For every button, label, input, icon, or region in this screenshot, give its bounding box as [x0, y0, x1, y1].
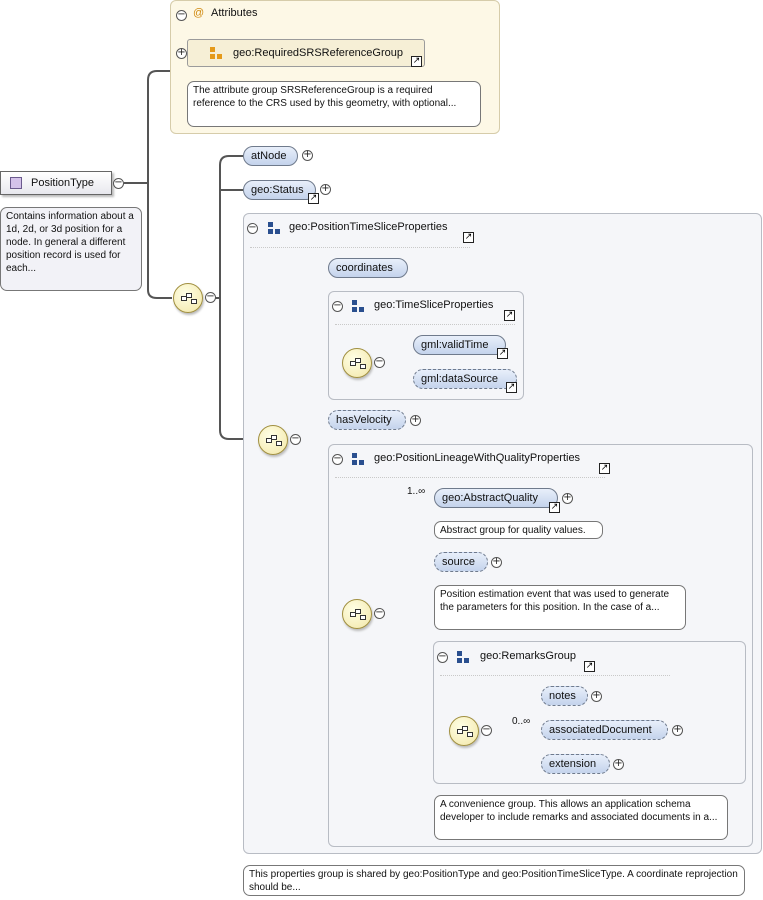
valid-time-element[interactable]: gml:validTime — [413, 335, 506, 355]
main-sequence-collapse-toggle[interactable]: − — [205, 291, 216, 303]
notes-label: notes — [549, 690, 576, 702]
sequence-compositor-icon — [181, 293, 197, 304]
source-expand-toggle[interactable]: + — [491, 556, 502, 568]
valid-time-reference-icon[interactable]: ↗ — [497, 348, 508, 359]
abstract-quality-reference-icon[interactable]: ↗ — [549, 502, 560, 513]
has-velocity-expand-toggle[interactable]: + — [410, 414, 421, 426]
status-reference-icon[interactable]: ↗ — [308, 193, 319, 204]
group-icon — [352, 453, 364, 465]
extension-label: extension — [549, 758, 597, 770]
status-element[interactable]: geo:Status — [243, 180, 316, 200]
lineage-reference-icon[interactable]: ↗ — [599, 463, 610, 474]
group-icon — [268, 222, 280, 234]
source-note: Position estimation event that was used … — [434, 585, 686, 630]
attribute-group-icon — [210, 47, 222, 59]
valid-time-sequence-collapse-toggle[interactable]: − — [374, 356, 385, 368]
status-label: geo:Status — [251, 184, 304, 196]
data-source-label: gml:dataSource — [421, 373, 499, 385]
position-type-collapse-toggle[interactable]: − — [113, 177, 124, 189]
has-velocity-label: hasVelocity — [336, 414, 392, 426]
remarks-group: − geo:RemarksGroup ↗ — [433, 641, 746, 784]
extension-expand-toggle[interactable]: + — [613, 758, 624, 770]
has-velocity-element[interactable]: hasVelocity — [328, 410, 406, 430]
data-source-element[interactable]: gml:dataSource — [413, 369, 517, 389]
time-slice-sequence-collapse-toggle[interactable]: − — [290, 433, 301, 445]
source-label: source — [442, 556, 476, 568]
sequence-compositor-icon — [350, 358, 366, 369]
abstract-quality-note: Abstract group for quality values. — [434, 521, 603, 539]
valid-time-label: gml:validTime — [421, 339, 489, 351]
position-type-note: Contains information about a 1d, 2d, or … — [0, 207, 142, 291]
group-icon — [352, 300, 364, 312]
data-source-reference-icon[interactable]: ↗ — [506, 382, 517, 393]
time-slice-reference-icon[interactable]: ↗ — [504, 310, 515, 321]
time-slice-props-note: This properties group is shared by geo:P… — [243, 865, 745, 896]
at-node-expand-toggle[interactable]: + — [302, 149, 313, 161]
main-sequence-compositor[interactable] — [173, 283, 203, 313]
sequence-compositor-icon — [350, 609, 366, 620]
remarks-sequence-collapse-toggle[interactable]: − — [481, 724, 492, 736]
remarks-sequence-compositor[interactable] — [449, 716, 479, 746]
status-expand-toggle[interactable]: + — [320, 183, 331, 195]
srs-group-note: The attribute group SRSReferenceGroup is… — [187, 81, 481, 127]
at-node-element[interactable]: atNode — [243, 146, 298, 166]
attributes-collapse-toggle[interactable]: − — [176, 9, 187, 21]
at-node-label: atNode — [251, 150, 287, 162]
attribute-at-icon: @ — [193, 7, 205, 19]
group-icon — [457, 651, 469, 663]
time-slice-props-collapse-toggle[interactable]: − — [247, 222, 258, 234]
complex-type-icon — [10, 177, 22, 189]
remarks-group-note: A convenience group. This allows an appl… — [434, 795, 728, 840]
abstract-quality-label: geo:AbstractQuality — [442, 492, 538, 504]
coordinates-label: coordinates — [336, 262, 393, 274]
lineage-sequence-collapse-toggle[interactable]: − — [374, 607, 385, 619]
notes-element[interactable]: notes — [541, 686, 588, 706]
time-slice-props-reference-icon[interactable]: ↗ — [463, 232, 474, 243]
coordinates-element[interactable]: coordinates — [328, 258, 408, 278]
notes-expand-toggle[interactable]: + — [591, 690, 602, 702]
remarks-reference-icon[interactable]: ↗ — [584, 661, 595, 672]
lineage-sequence-compositor[interactable] — [342, 599, 372, 629]
sequence-compositor-icon — [457, 726, 473, 737]
required-srs-reference-group[interactable]: + geo:RequiredSRSReferenceGroup ↗ — [176, 39, 425, 67]
attributes-title: Attributes — [211, 7, 258, 19]
abstract-quality-element[interactable]: geo:AbstractQuality — [434, 488, 558, 508]
associated-document-label: associatedDocument — [549, 724, 652, 736]
reference-arrow-icon[interactable]: ↗ — [411, 56, 422, 67]
group-header-divider — [440, 675, 670, 676]
abstract-quality-multiplicity: 1..∞ — [407, 486, 426, 497]
srs-group-expand-toggle[interactable]: + — [176, 47, 187, 59]
time-slice-sequence-compositor[interactable] — [258, 425, 288, 455]
srs-group-label: geo:RequiredSRSReferenceGroup — [233, 47, 403, 59]
associated-document-element[interactable]: associatedDocument — [541, 720, 668, 740]
remarks-sequence-multiplicity: 0..∞ — [512, 716, 531, 727]
position-type-node[interactable]: PositionType — [0, 171, 112, 195]
attributes-panel: − @ Attributes + geo:RequiredSRSReferenc… — [170, 0, 500, 134]
lineage-collapse-toggle[interactable]: − — [332, 453, 343, 465]
position-type-label: PositionType — [31, 177, 94, 189]
time-slice-title: geo:TimeSliceProperties — [374, 299, 494, 311]
abstract-quality-expand-toggle[interactable]: + — [562, 492, 573, 504]
lineage-title: geo:PositionLineageWithQualityProperties — [374, 452, 581, 464]
time-slice-props-title: geo:PositionTimeSliceProperties — [289, 221, 448, 233]
extension-element[interactable]: extension — [541, 754, 610, 774]
group-header-divider — [335, 324, 515, 325]
associated-document-expand-toggle[interactable]: + — [672, 724, 683, 736]
sequence-compositor-icon — [266, 435, 282, 446]
remarks-title: geo:RemarksGroup — [480, 650, 576, 662]
time-slice-collapse-toggle[interactable]: − — [332, 300, 343, 312]
remarks-collapse-toggle[interactable]: − — [437, 651, 448, 663]
group-header-divider — [335, 477, 605, 478]
valid-time-sequence-compositor[interactable] — [342, 348, 372, 378]
source-element[interactable]: source — [434, 552, 488, 572]
group-header-divider — [250, 247, 470, 248]
